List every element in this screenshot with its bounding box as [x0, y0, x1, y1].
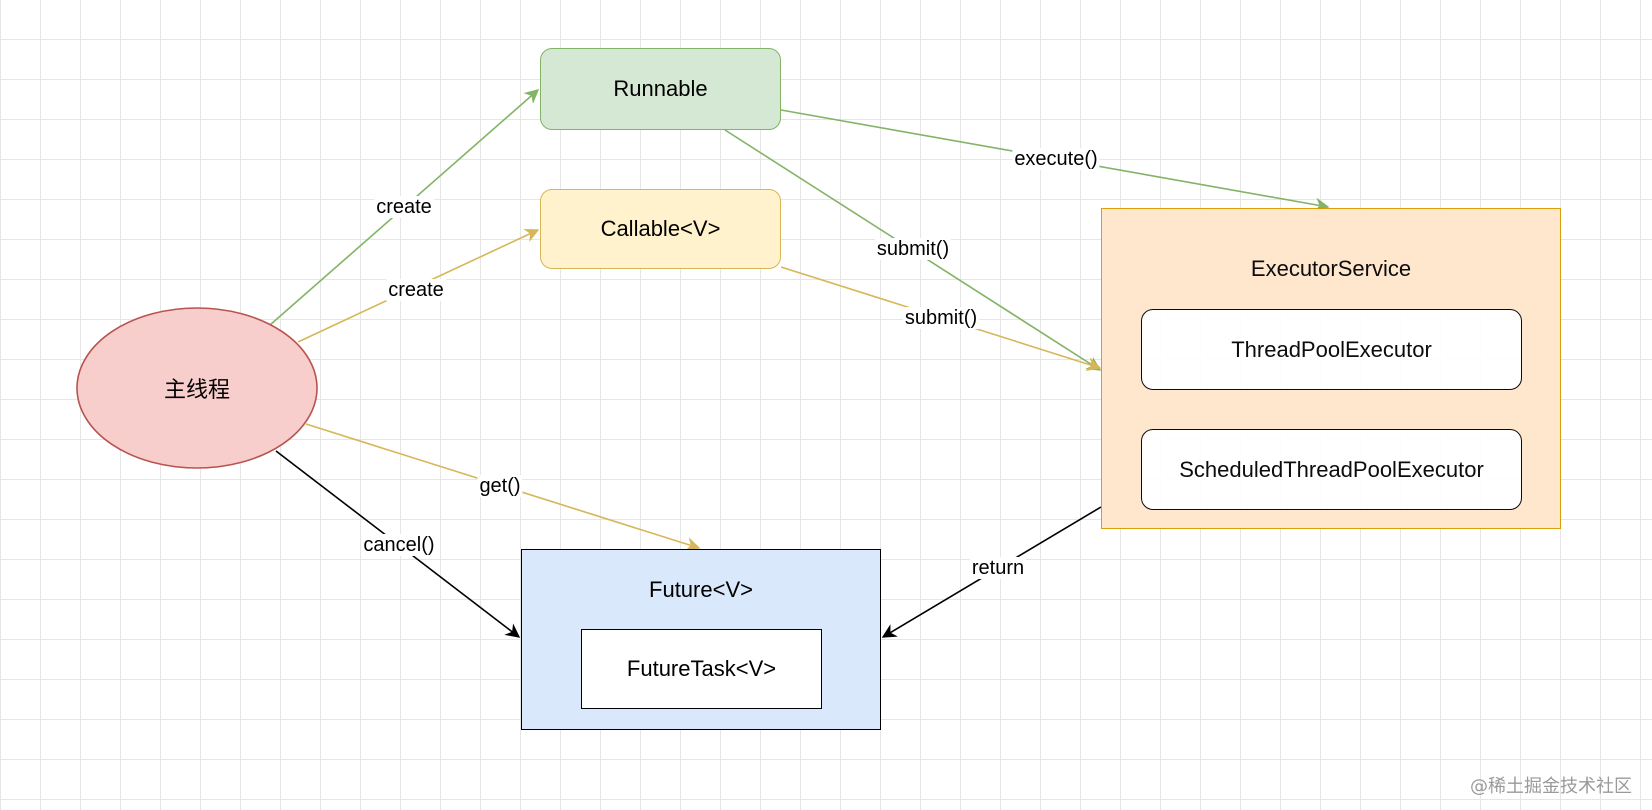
- scheduled-thread-pool-executor-label: ScheduledThreadPoolExecutor: [1179, 456, 1484, 482]
- edge-label-callable-submit: submit(): [902, 307, 980, 329]
- thread-pool-executor-label: ThreadPoolExecutor: [1231, 336, 1432, 362]
- main-thread-shape: [76, 307, 318, 469]
- edge-label-return: return: [969, 557, 1027, 579]
- runnable-label: Runnable: [613, 76, 708, 101]
- executor-service-title: ExecutorService: [1250, 256, 1412, 281]
- edge-label-cancel: cancel(): [361, 534, 437, 556]
- edge-label-execute: execute(): [1012, 148, 1100, 170]
- callable-label: Callable<V>: [600, 216, 721, 241]
- runnable-node[interactable]: Runnable: [540, 48, 781, 130]
- future-task-node[interactable]: FutureTask<V>: [581, 629, 822, 709]
- thread-pool-executor-node[interactable]: ThreadPoolExecutor: [1141, 309, 1522, 390]
- edge-label-main-to-callable: create: [386, 279, 446, 301]
- future-container[interactable]: Future<V> FutureTask<V>: [521, 549, 881, 730]
- scheduled-thread-pool-executor-node[interactable]: ScheduledThreadPoolExecutor: [1141, 429, 1522, 510]
- edge-label-runnable-submit: submit(): [874, 238, 952, 260]
- callable-node[interactable]: Callable<V>: [540, 189, 781, 269]
- edge-label-get: get(): [477, 475, 523, 497]
- watermark: @稀土掘金技术社区: [1470, 776, 1632, 797]
- future-title: Future<V>: [649, 577, 753, 602]
- executor-service-container[interactable]: ExecutorService ThreadPoolExecutor Sched…: [1101, 208, 1561, 529]
- main-thread-label: 主线程: [163, 378, 230, 403]
- future-task-label: FutureTask<V>: [626, 656, 777, 681]
- edge-label-main-to-runnable: create: [374, 196, 434, 218]
- main-thread-node[interactable]: 主线程: [77, 308, 317, 468]
